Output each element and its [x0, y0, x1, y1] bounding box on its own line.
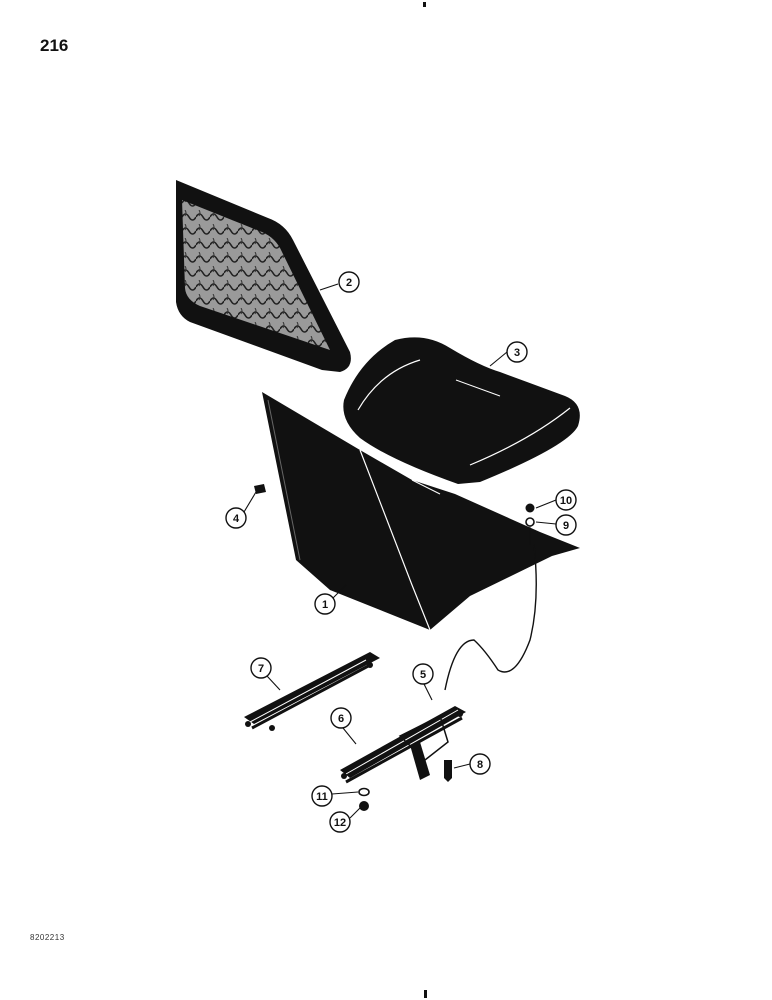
- drawing-code: 8202213: [30, 933, 65, 942]
- release-cable: [444, 544, 537, 691]
- callout-11: 11: [311, 785, 333, 807]
- callout-5: 5: [412, 663, 434, 685]
- leader-3: [489, 351, 508, 367]
- leader-8: [453, 763, 471, 769]
- leader-9: [535, 521, 557, 525]
- leader-7: [266, 675, 281, 691]
- callout-12: 12: [329, 811, 351, 833]
- svg-text:8: 8: [477, 759, 483, 771]
- backrest-cushion: [176, 180, 351, 372]
- callout-3: 3: [506, 341, 528, 363]
- leader-1: [332, 584, 347, 599]
- callout-4: 4: [225, 507, 247, 529]
- callout-10: 10: [555, 489, 577, 511]
- svg-text:3: 3: [514, 347, 520, 359]
- hardware: [254, 484, 535, 811]
- leader-10: [535, 499, 557, 509]
- callout-2: 2: [338, 271, 360, 293]
- svg-text:5: 5: [420, 669, 426, 681]
- svg-text:2: 2: [346, 277, 352, 289]
- svg-text:9: 9: [563, 520, 569, 532]
- page-number: 216: [40, 36, 69, 55]
- svg-text:1: 1: [322, 599, 328, 611]
- leader-5: [423, 683, 433, 701]
- registration-mark-top: [423, 2, 426, 7]
- leader-2: [319, 283, 339, 291]
- svg-text:10: 10: [560, 495, 572, 507]
- leader-11: [331, 791, 359, 795]
- svg-text:7: 7: [258, 663, 264, 675]
- slide-rail: [244, 652, 380, 731]
- leader-4: [243, 491, 257, 513]
- callout-1: 1: [314, 593, 336, 615]
- callout-9: 9: [555, 514, 577, 536]
- registration-mark-bottom: [424, 990, 427, 998]
- seat-pan: [262, 392, 580, 631]
- callout-6: 6: [330, 707, 352, 729]
- seat-cushion: [343, 337, 580, 484]
- leader-12: [349, 807, 361, 819]
- svg-text:4: 4: [233, 513, 240, 525]
- leader-6: [342, 727, 357, 745]
- svg-text:12: 12: [334, 817, 346, 829]
- slide-rail-with-latch: [340, 706, 466, 784]
- svg-text:6: 6: [338, 713, 344, 725]
- callout-7: 7: [250, 657, 272, 679]
- callout-8: 8: [469, 753, 491, 775]
- svg-text:11: 11: [316, 791, 328, 803]
